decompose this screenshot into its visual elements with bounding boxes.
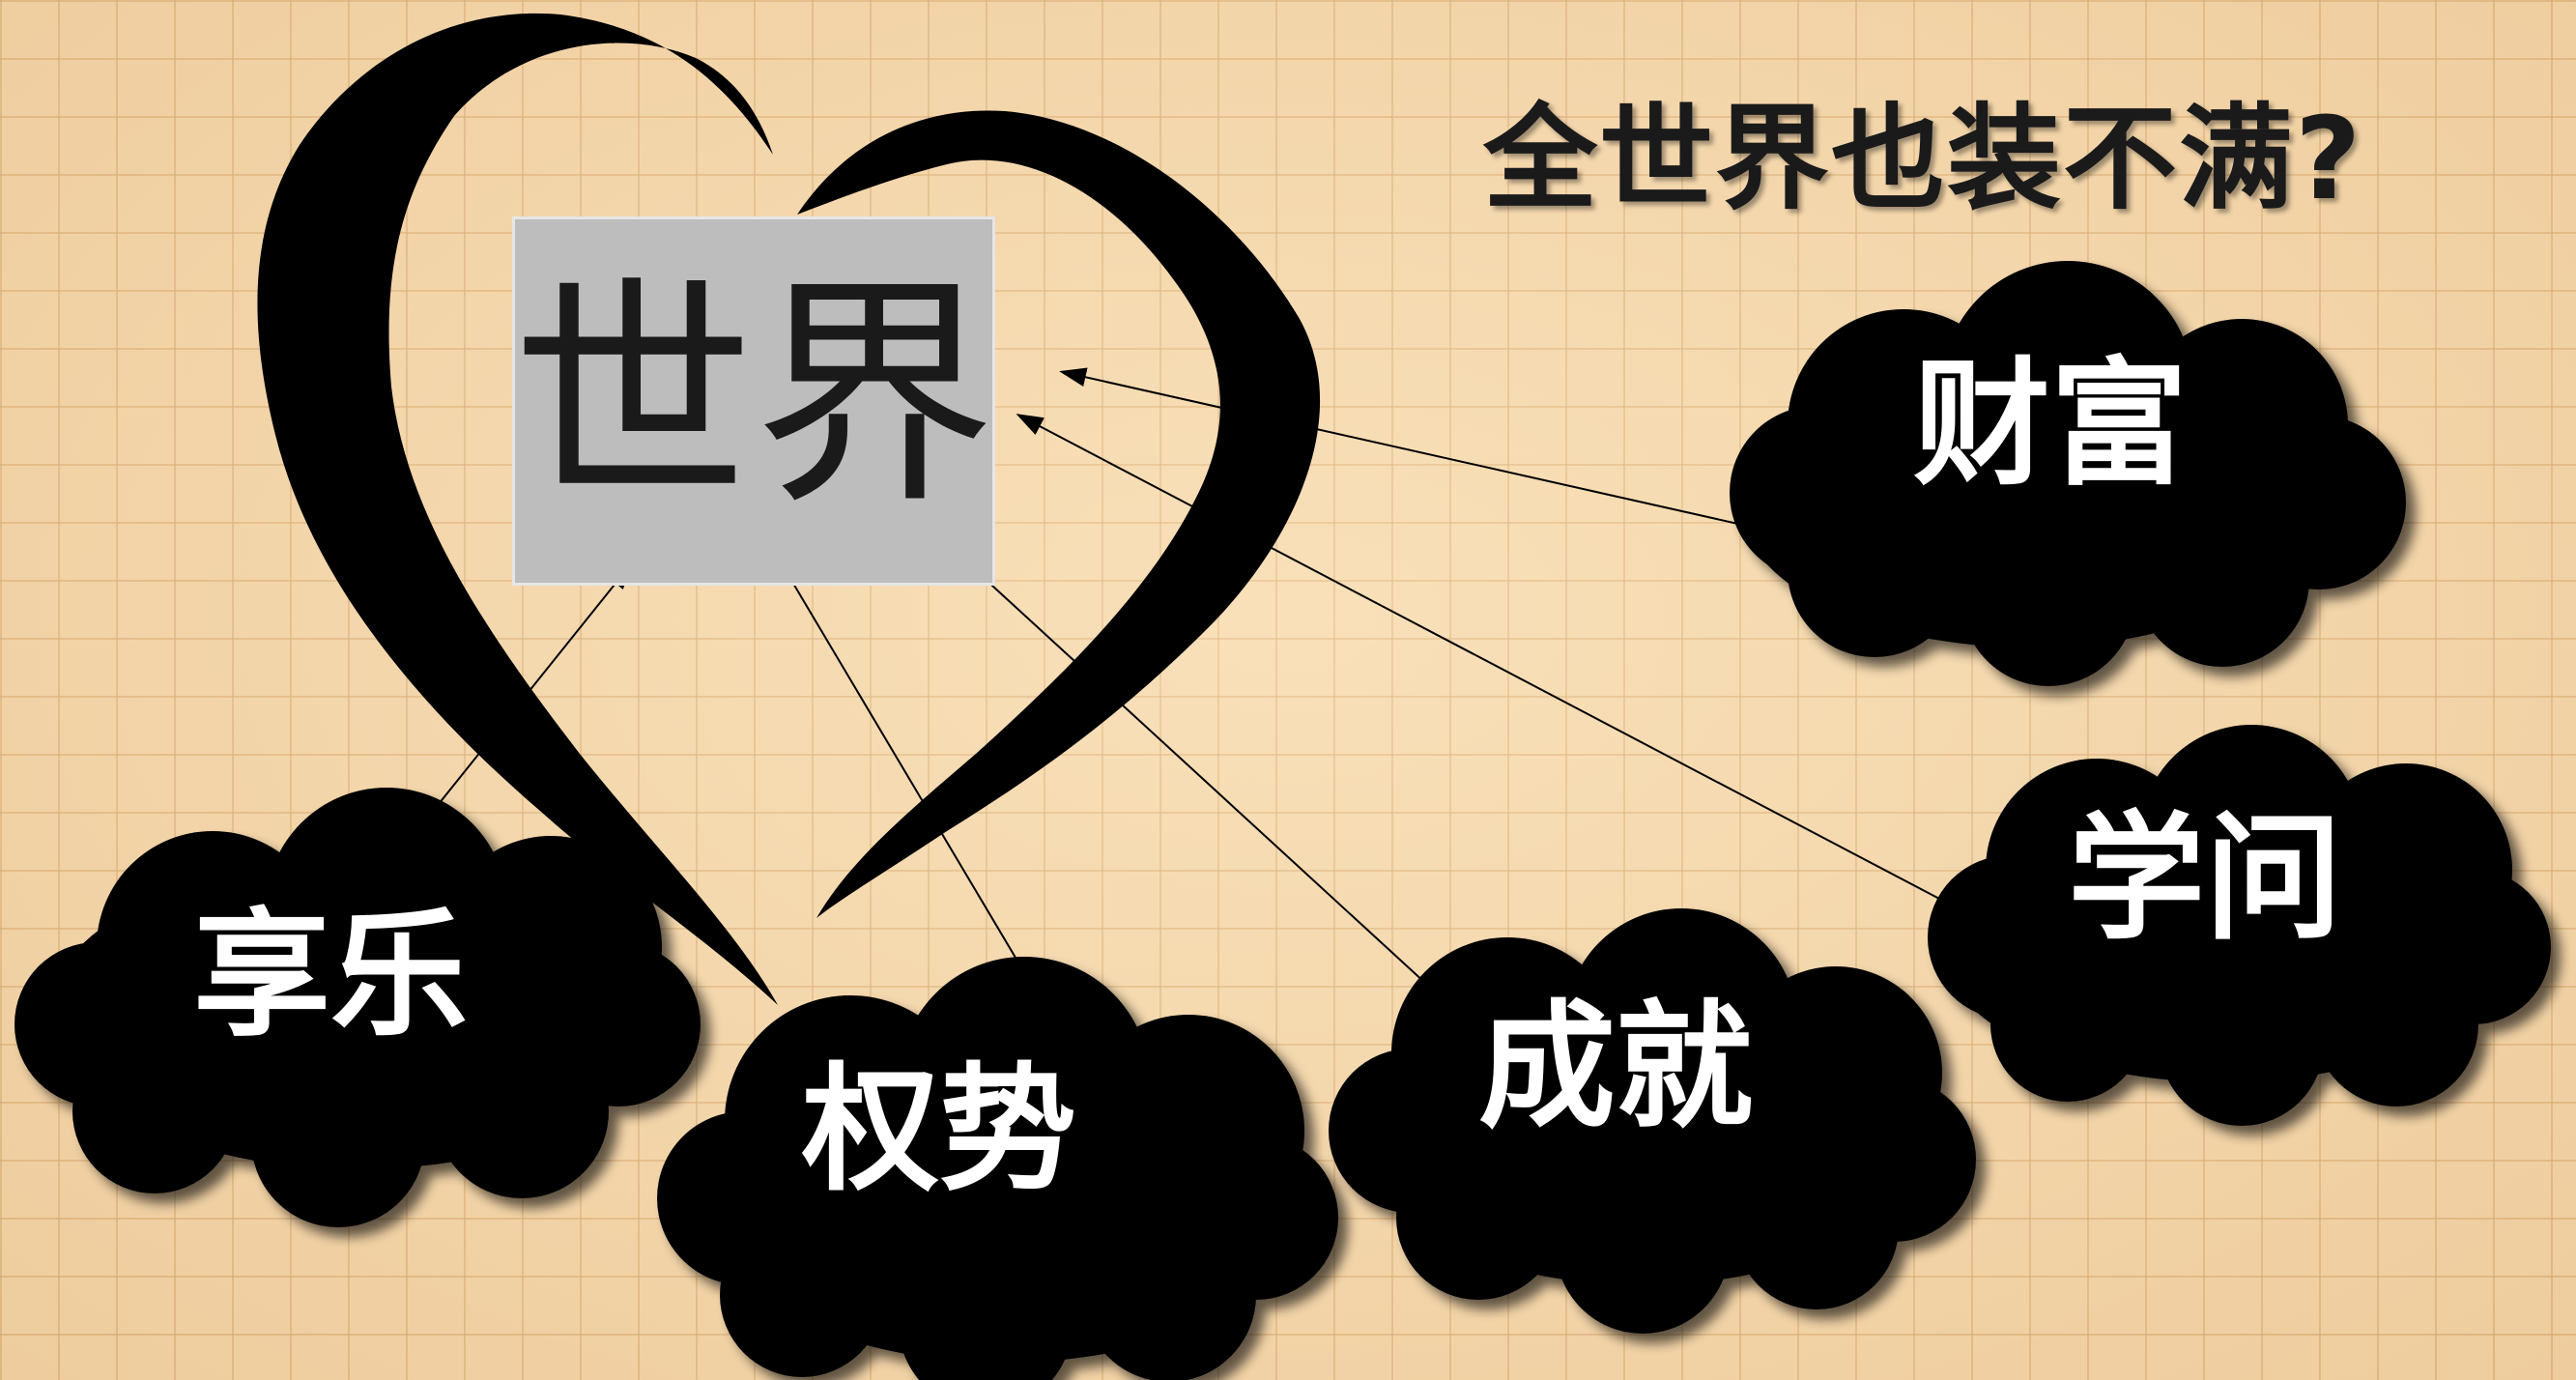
cloud-label-knowledge: 学问: [2068, 799, 2342, 959]
heart-brush-icon: [257, 13, 1321, 1005]
cloud-label-wealth: 财富: [1913, 345, 2188, 504]
connector-arrows: [379, 367, 1962, 1030]
cloud-power: [657, 957, 1338, 1380]
page-title: 全世界也装不满?: [1483, 92, 2363, 225]
cloud-label-achievement: 成就: [1478, 988, 1753, 1147]
cloud-knowledge: [1928, 725, 2551, 1126]
world-box-label: 世界: [512, 255, 995, 536]
world-box: [512, 216, 995, 586]
cloud-label-power: 权势: [802, 1050, 1076, 1210]
heart-left-stroke: [257, 13, 779, 1005]
cloud-label-pleasure: 享乐: [193, 896, 468, 1055]
arrow-power: [765, 537, 1059, 1030]
cloud-achievement: [1329, 908, 1976, 1334]
cloud-wealth: [1730, 261, 2406, 686]
arrow-pleasure: [379, 561, 633, 878]
arrow-achievement: [920, 519, 1450, 1006]
heart-right-stroke: [797, 110, 1321, 918]
arrow-knowledge: [1016, 414, 1962, 911]
arrow-wealth: [1059, 367, 1752, 528]
cloud-pleasure: [14, 788, 701, 1227]
